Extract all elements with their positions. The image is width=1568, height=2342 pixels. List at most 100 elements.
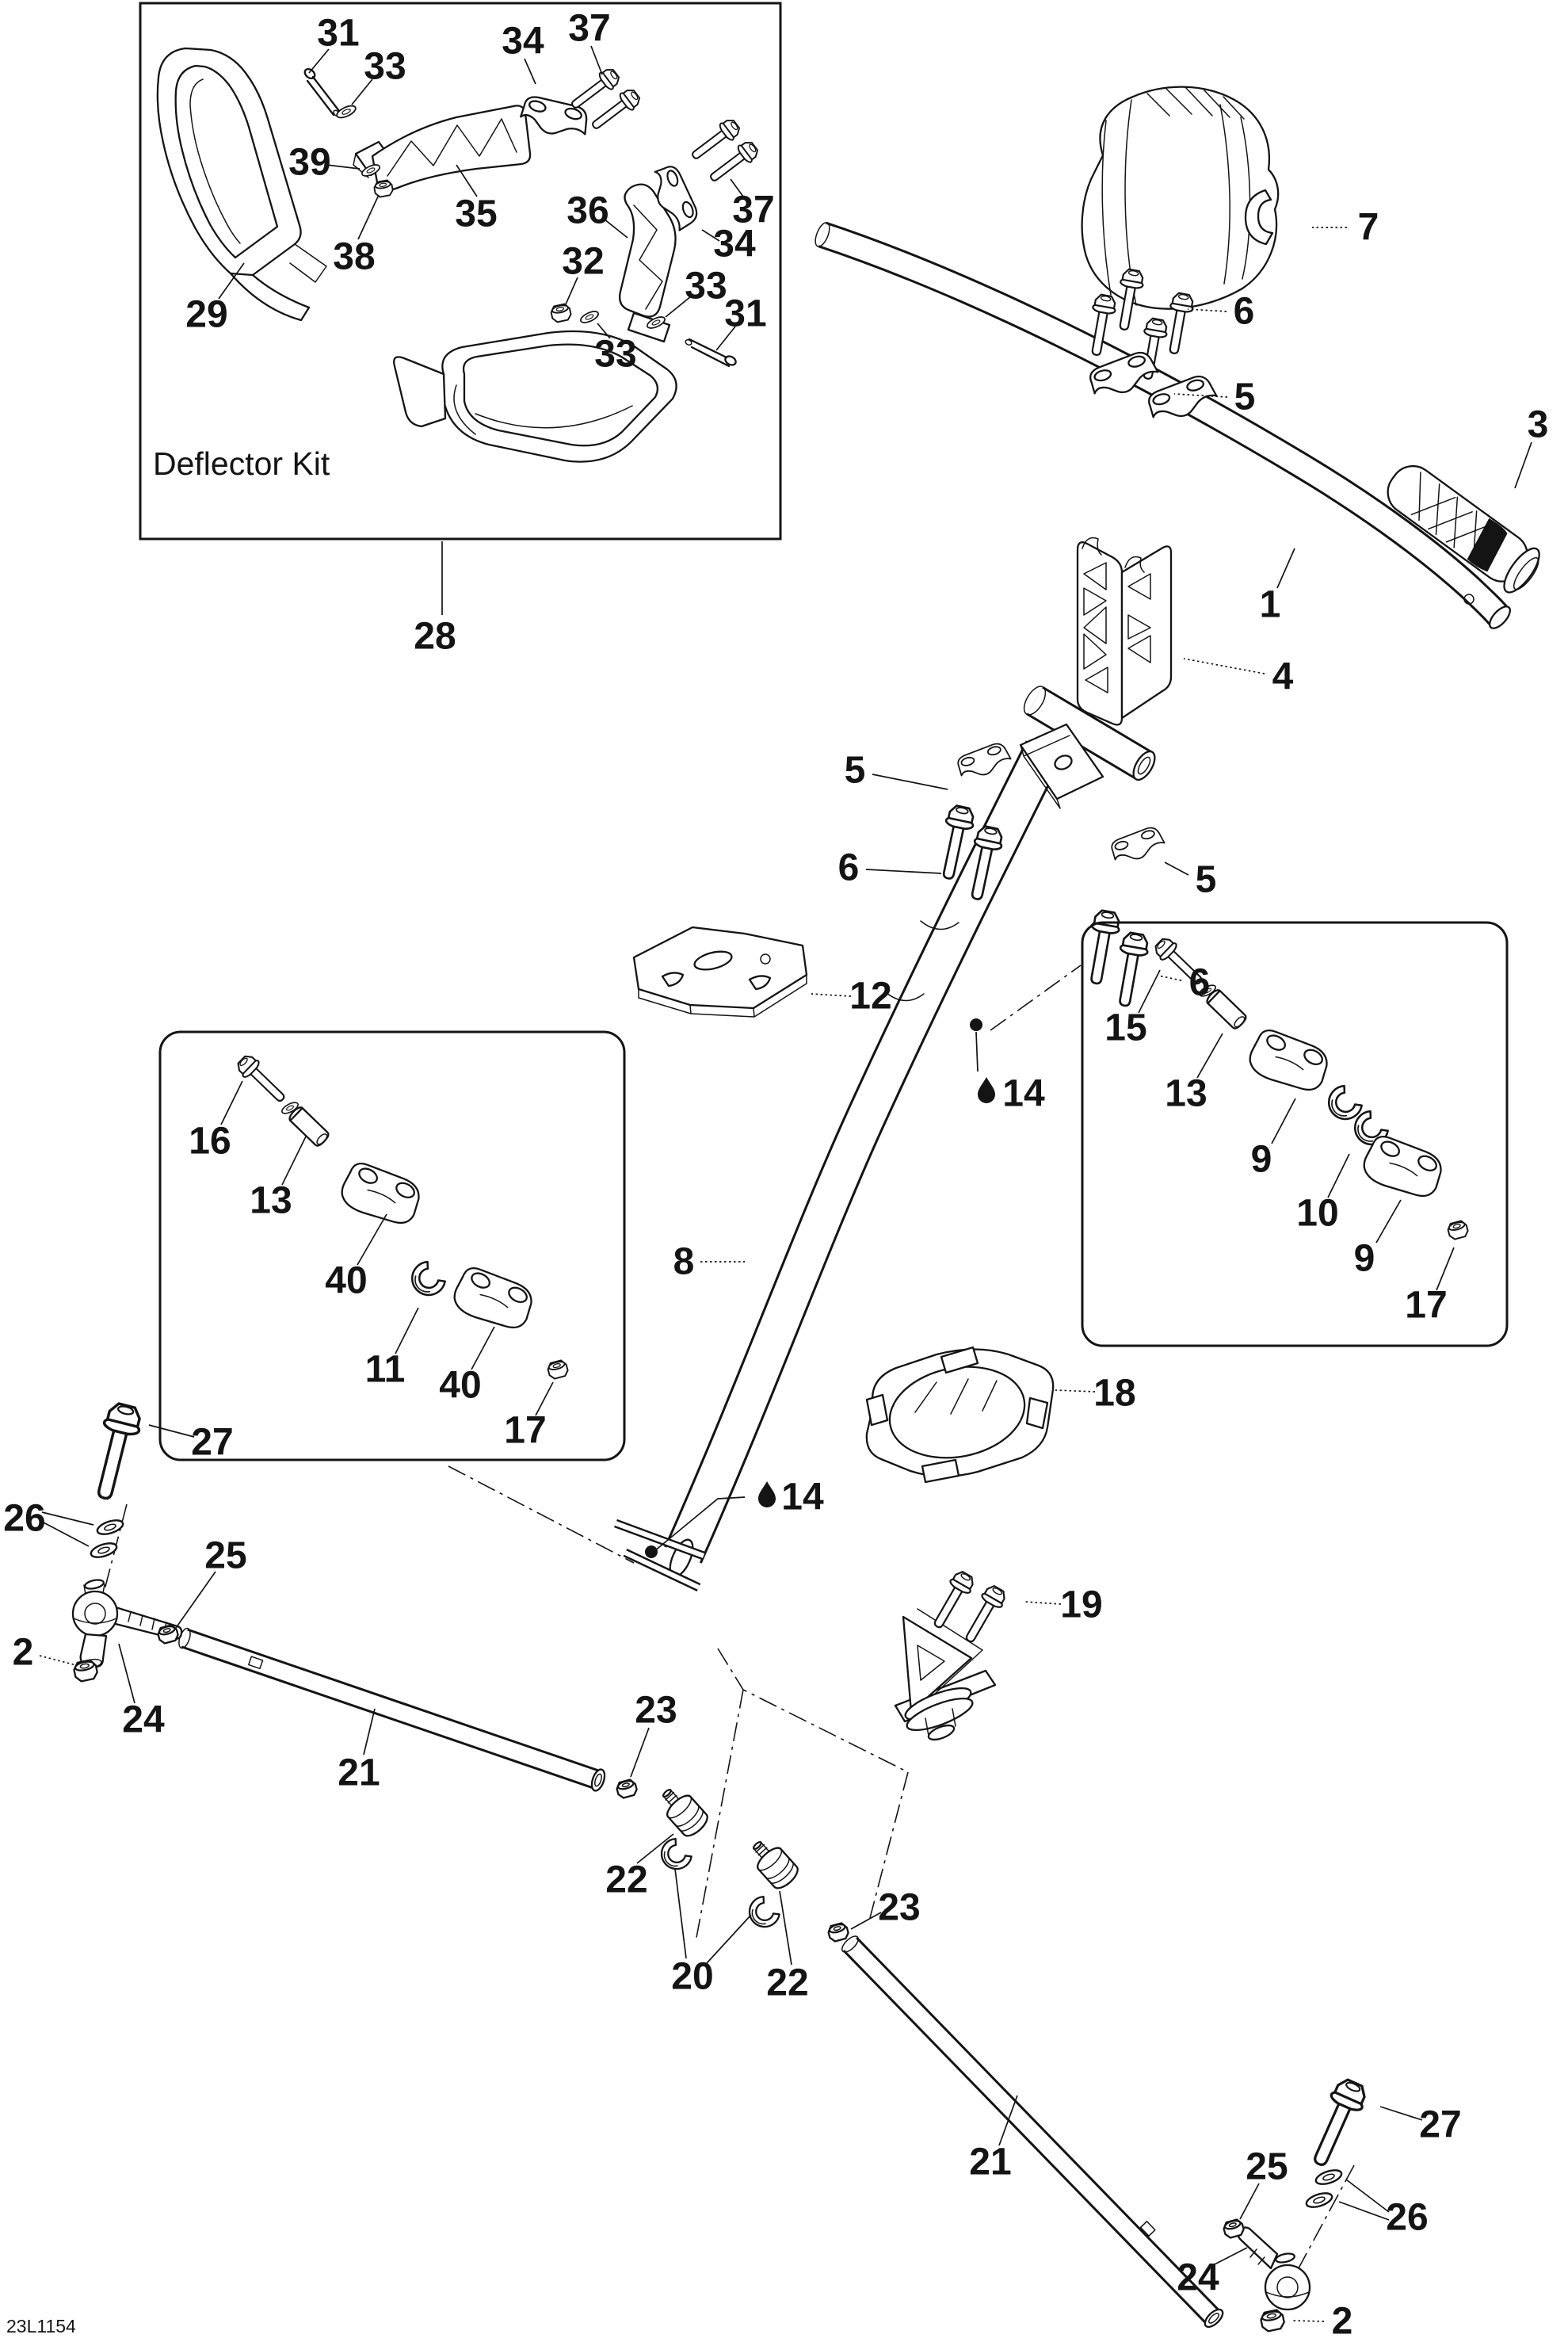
leader-line-17 (535, 1381, 554, 1416)
callout-22-52: 22 (766, 1962, 808, 2004)
part-27-bolt-left (85, 1400, 146, 1504)
part-30-right-deflector (393, 330, 677, 463)
leader-line-35 (456, 164, 478, 197)
callout-6-17: 6 (1234, 291, 1255, 333)
callout-37-12: 37 (732, 189, 774, 231)
callout-14-42: 14 (781, 1477, 824, 1519)
leader-line-5 (872, 774, 948, 790)
leader-line-13 (281, 1136, 307, 1186)
part-21-tie-rod-left (178, 1627, 606, 1792)
callout-14-27: 14 (1002, 1073, 1045, 1115)
leader-line-33 (665, 296, 692, 318)
leader-line-26 (1338, 2201, 1390, 2221)
oil-drop-icon (978, 1077, 995, 1103)
leader-line-3 (1514, 441, 1532, 489)
callout-35-5: 35 (455, 193, 497, 235)
leader-line-21 (363, 1708, 376, 1756)
callout-16-35: 16 (189, 1121, 231, 1163)
callout-12-24: 12 (849, 976, 891, 1018)
callout-1-20: 1 (1260, 584, 1281, 626)
leader-line-5 (1164, 862, 1189, 876)
leader-line-34 (701, 229, 720, 242)
part-20-bushing-b (742, 1893, 783, 1935)
callout-26-57: 26 (1386, 2197, 1428, 2239)
part-1-handlebar (815, 221, 1511, 629)
leader-line-31 (308, 48, 330, 74)
part-17-nut-left (545, 1358, 570, 1381)
callout-33-9: 33 (685, 266, 727, 308)
callout-22-50: 22 (605, 1859, 647, 1901)
callout-9-31: 9 (1251, 1139, 1272, 1181)
leader-line-6 (1158, 975, 1182, 981)
callout-34-13: 34 (713, 224, 756, 266)
callout-31-0: 31 (317, 13, 359, 55)
part-19-bolts (926, 1568, 1010, 1648)
leader-line-20 (706, 1914, 752, 1964)
part-16-bolt (233, 1051, 292, 1109)
leader-line-25 (175, 1571, 216, 1629)
leader-line-21 (998, 2095, 1018, 2146)
leader-line-6 (1187, 308, 1227, 312)
callout-5-25: 5 (1196, 859, 1217, 901)
callout-18-41: 18 (1093, 1373, 1135, 1415)
callout-38-6: 38 (333, 236, 375, 278)
part-7-handlebar-pad (1081, 86, 1280, 310)
part-31-screw-b (685, 338, 737, 368)
part-22-ball-joint-b (743, 1832, 803, 1893)
callout-24-59: 24 (1177, 2257, 1219, 2299)
callout-21-55: 21 (969, 2141, 1011, 2183)
callout-20-51: 20 (671, 1956, 713, 1998)
part-31-screw-a (303, 67, 341, 117)
part-21-tie-rod-right (841, 1935, 1224, 2329)
callout-36-7: 36 (567, 190, 609, 232)
leader-line-15 (1138, 969, 1161, 1014)
leader-line-31 (715, 326, 736, 351)
leader-line-40 (357, 1213, 387, 1266)
part-3-grip (1387, 464, 1540, 594)
part-26-washers-left (88, 1516, 126, 1561)
leader-line-27 (148, 1424, 195, 1438)
leader-line-37 (590, 45, 603, 75)
deflector-kit-box (139, 2, 782, 541)
part-35-left-bracket (353, 105, 532, 191)
callout-6-26: 6 (1189, 962, 1211, 1004)
part-4-riser-block (1076, 537, 1173, 726)
callout-7-16: 7 (1358, 207, 1379, 249)
part-24-tie-rod-end-right (1237, 2226, 1311, 2311)
part-5-clamp-mid-left (955, 739, 1014, 782)
part-33-washer-a (334, 102, 358, 121)
leader-line-12 (811, 993, 852, 997)
callout-28-15: 28 (414, 616, 456, 658)
callout-9-33: 9 (1354, 1238, 1375, 1280)
deflector-kit-title: Deflector Kit (153, 445, 330, 482)
callout-40-37: 40 (325, 1260, 367, 1302)
callout-24-47: 24 (122, 1699, 165, 1741)
callout-39-4: 39 (288, 142, 330, 184)
part-9-clamp-a (1242, 1020, 1336, 1103)
leader-line-4 (1183, 658, 1265, 674)
callout-4-21: 4 (1272, 656, 1294, 698)
callout-34-2: 34 (502, 21, 544, 63)
leader-line-25 (1239, 2183, 1260, 2220)
part-11-bushing (404, 1258, 448, 1303)
leader-line-17 (1436, 1247, 1455, 1291)
leader-line-24 (1212, 2247, 1248, 2266)
callout-11-38: 11 (365, 1349, 406, 1391)
part-2-nut-right (1258, 2308, 1287, 2333)
leader-line-23 (850, 1912, 882, 1930)
leader-line-29 (218, 262, 245, 300)
part-29-left-deflector (156, 47, 327, 322)
steering-arm-bracket (1019, 723, 1104, 800)
leader-line-38 (357, 194, 380, 240)
callout-5-22: 5 (845, 750, 866, 792)
left-hardware-box (158, 1030, 626, 1461)
leader-line-6 (865, 869, 942, 874)
leader-line-22 (779, 1890, 792, 1966)
leader-line-14 (975, 1031, 979, 1072)
part-37-bolts-b (686, 115, 762, 188)
leader-line-11 (395, 1307, 419, 1354)
leader-line-22 (636, 1833, 674, 1864)
part-22-ball-joint-a (653, 1780, 712, 1841)
grease-point-lower (645, 1545, 658, 1558)
